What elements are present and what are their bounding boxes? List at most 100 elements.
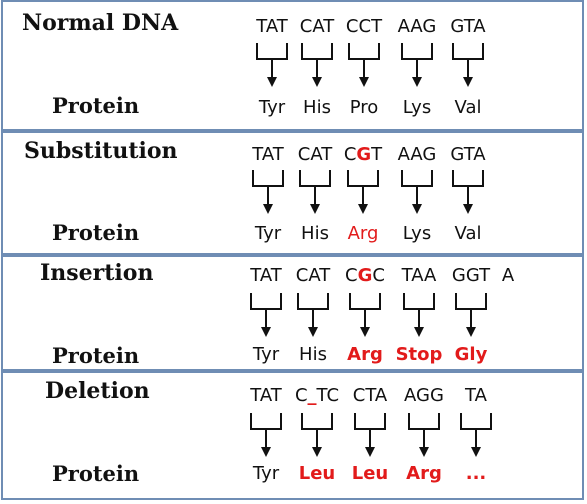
codon-bracket-arrow <box>452 43 484 87</box>
codon-base: GTA <box>450 144 486 165</box>
panel-substitution <box>1 131 584 255</box>
codon: TAT <box>250 265 282 286</box>
codon-base: CCT <box>345 16 383 37</box>
codon: CAT <box>296 265 330 286</box>
codon-bracket-arrow <box>348 43 380 87</box>
codon-base: TAT <box>256 16 288 37</box>
trailing-base: A <box>501 265 515 286</box>
amino-acid: His <box>303 97 331 118</box>
panel-title-insertion: Insertion <box>40 260 154 286</box>
panel-title-substitution: Substitution <box>24 138 178 164</box>
codon-bracket-arrow <box>250 293 282 337</box>
codon-bracket-arrow <box>297 293 329 337</box>
codon: TAA <box>402 265 437 286</box>
codon-base: CAT <box>297 144 333 165</box>
codon: TAT <box>256 16 288 37</box>
codon: TA <box>465 385 487 406</box>
amino-acid: ... <box>465 463 487 484</box>
codon-base: C <box>343 144 357 165</box>
amino-acid: Leu <box>351 463 389 484</box>
codon: AGG <box>404 385 444 406</box>
codon-base: GGT <box>451 265 491 286</box>
amino-acid: Arg <box>347 344 383 365</box>
amino-acid: Val <box>454 97 482 118</box>
codon: GTA <box>450 16 485 37</box>
amino-acid: Stop <box>395 344 443 365</box>
panel-title-deletion: Deletion <box>45 378 150 404</box>
panel-normal <box>1 0 584 131</box>
codon-base: C <box>372 265 385 286</box>
codon-bracket-arrow <box>250 413 282 457</box>
mutated-base: _ <box>307 385 317 406</box>
codon-bracket-arrow <box>401 170 433 214</box>
protein-label: Protein <box>52 461 140 486</box>
codon-bracket-arrow <box>252 170 284 214</box>
codon: CGT <box>344 144 382 165</box>
codon-base: C <box>345 265 358 286</box>
codon-bracket-arrow <box>455 293 487 337</box>
amino-acid: His <box>299 344 327 365</box>
codon: C_TC <box>295 385 339 406</box>
codon: TAT <box>250 385 282 406</box>
amino-acid: Val <box>454 223 482 244</box>
codon: AAG <box>398 144 437 165</box>
codon: CAT <box>298 144 332 165</box>
codon-bracket-arrow <box>408 413 440 457</box>
codon-base: CAT <box>295 265 331 286</box>
codon-bracket-arrow <box>347 170 379 214</box>
codon-base: C <box>294 385 308 406</box>
panel-insertion <box>1 255 584 371</box>
amino-acid: Pro <box>349 97 379 118</box>
amino-acid: Arg <box>347 223 379 244</box>
codon: CGC <box>345 265 385 286</box>
panel-deletion <box>1 371 584 500</box>
codon-bracket-arrow <box>460 413 492 457</box>
codon-base: TA <box>465 385 487 406</box>
amino-acid: Arg <box>406 463 442 484</box>
protein-label: Protein <box>52 93 140 118</box>
mutated-base: G <box>357 265 373 286</box>
protein-label: Protein <box>52 343 140 368</box>
codon-bracket-arrow <box>301 413 333 457</box>
codon-base: TAT <box>252 144 284 165</box>
protein-label: Protein <box>52 220 140 245</box>
panel-title-normal: Normal DNA <box>22 10 179 36</box>
amino-acid: His <box>301 223 329 244</box>
codon-base: GTA <box>450 16 486 37</box>
amino-acid: Lys <box>402 223 432 244</box>
codon: GGT <box>452 265 490 286</box>
amino-acid: Gly <box>454 344 488 365</box>
amino-acid: Tyr <box>258 97 286 118</box>
mutated-base: G <box>356 144 372 165</box>
codon: TAT <box>252 144 284 165</box>
codon-base: TC <box>316 385 340 406</box>
codon-bracket-arrow <box>349 293 381 337</box>
codon-base: TAA <box>401 265 437 286</box>
codon-base: AGG <box>404 385 444 406</box>
codon-base: CAT <box>299 16 335 37</box>
codon: AAG <box>398 16 437 37</box>
codon-base: TAT <box>250 265 282 286</box>
codon-bracket-arrow <box>401 43 433 87</box>
codon: CTA <box>353 385 387 406</box>
codon-base: TAT <box>250 385 282 406</box>
amino-acid: Lys <box>402 97 432 118</box>
codon-bracket-arrow <box>403 293 435 337</box>
amino-acid: Leu <box>298 463 336 484</box>
codon-bracket-arrow <box>452 170 484 214</box>
codon-base: AAG <box>397 16 437 37</box>
codon-base: AAG <box>397 144 437 165</box>
amino-acid: Tyr <box>252 344 280 365</box>
codon-bracket-arrow <box>301 43 333 87</box>
amino-acid: Tyr <box>254 223 282 244</box>
codon-bracket-arrow <box>354 413 386 457</box>
codon-bracket-arrow <box>256 43 288 87</box>
codon: CCT <box>346 16 382 37</box>
codon-bracket-arrow <box>299 170 331 214</box>
amino-acid: Tyr <box>252 463 280 484</box>
codon: GTA <box>450 144 485 165</box>
codon: CAT <box>300 16 334 37</box>
codon-base: T <box>371 144 383 165</box>
codon-base: CTA <box>352 385 388 406</box>
